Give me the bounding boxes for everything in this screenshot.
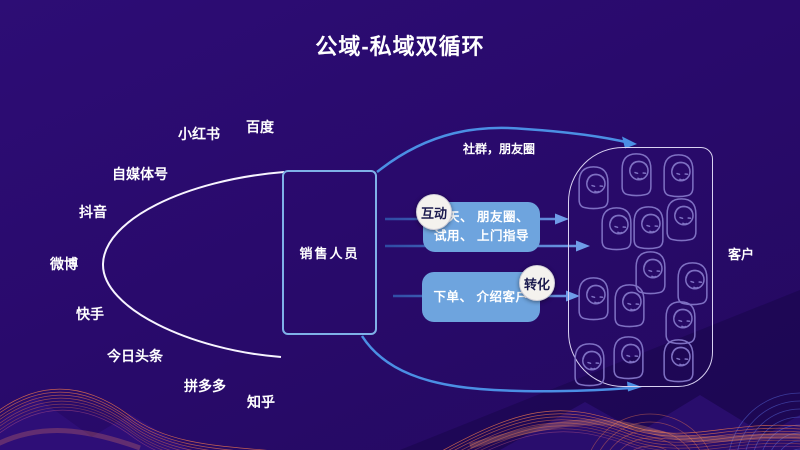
conversion-text: 下单、 介绍客户 (433, 289, 529, 304)
wave-decoration-right (439, 410, 800, 450)
interaction-text-line1: 聊天、 朋友圈、 (434, 210, 529, 224)
customer-avatar-icon (575, 164, 612, 210)
sales-staff-box: 销售人员 (282, 170, 377, 335)
platform-label-douyin: 抖音 (79, 204, 107, 220)
community-curve-arrow (376, 126, 637, 173)
circle-decoration-orange (590, 413, 710, 450)
platform-label-xiaohongshu: 小红书 (178, 126, 220, 142)
conversion-badge: 转化 (519, 265, 555, 301)
wave-decoration-left (0, 388, 289, 450)
customer-group-box (568, 147, 713, 387)
interaction-text-line2: 试用、 上门指导 (434, 229, 529, 243)
sales-staff-label: 销售人员 (299, 246, 360, 261)
platform-label-weibo: 微博 (50, 256, 78, 272)
platform-label-pinduoduo: 拼多多 (184, 378, 226, 394)
platform-label-self-media: 自媒体号 (112, 166, 168, 182)
platform-label-baidu: 百度 (246, 119, 274, 135)
customer-avatar-icon (610, 334, 647, 380)
customer-avatar-icon (571, 341, 608, 387)
platform-label-kuaishou: 快手 (76, 306, 104, 322)
platform-label-zhihu: 知乎 (247, 394, 275, 410)
customer-avatar-icon (660, 337, 697, 383)
customer-avatar-icon (660, 152, 697, 198)
customer-avatar-icon (663, 196, 700, 242)
platform-label-toutiao: 今日头条 (107, 348, 163, 364)
customer-avatar-icon (630, 204, 667, 250)
customer-avatar-icon (618, 151, 655, 197)
community-channel-label: 社群，朋友圈 (463, 142, 536, 156)
customer-avatar-icon (575, 275, 612, 321)
public-funnel-arc (101, 171, 285, 358)
customer-label: 客户 (728, 247, 755, 262)
interaction-badge: 互动 (416, 194, 452, 230)
customer-avatar-icon (611, 282, 648, 328)
page-title: 公域-私域双循环 (315, 34, 485, 59)
